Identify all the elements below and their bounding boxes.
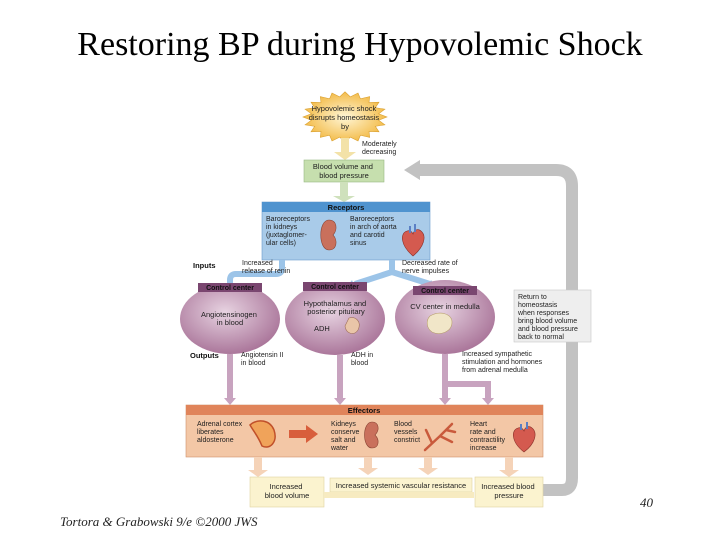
outputs-label: Outputs [190,351,219,360]
inputs-label: Inputs [193,261,216,270]
kidney-icon [320,219,337,251]
nerve-input-arrow-right [389,260,431,287]
stimulus-arrow-shaft [341,138,349,152]
adh-output-arrowhead [334,398,346,405]
volume-response-arrowhead [248,470,268,477]
angiotensinogen-text: Angiotensinogen in blood [201,310,259,327]
stimulus-line: disrupts homeostasis [309,113,380,122]
aorta-receptor-text: Baroreceptors in arch of aorta and carot… [350,216,399,247]
increased-blood-volume-box [249,476,325,508]
control-center-middle-oval [285,283,385,355]
page-title: Restoring BP during Hypovolemic Shock [77,26,643,63]
kidney-effector-text: Kidneys conserve salt and water [330,421,361,452]
sympathetic-output-arrowhead-right [482,398,494,405]
vessels-response-arrowhead [418,468,438,475]
condition-arrow-head [333,196,355,202]
control-center-middle-header: Control center [311,284,359,291]
increased-blood-pressure-text: Increased blood pressure [481,482,536,500]
return-to-homeostasis-text: Return to homeostasis when responses bri… [517,294,580,341]
adh-label: ADH [314,324,330,333]
controlled-condition-text: Blood volume and blood pressure [313,162,375,180]
control-center-middle-header-bar [303,282,367,291]
sympathetic-output-text: Increased sympathetic stimulation and ho… [462,351,544,374]
sympathetic-output-arrow-right [445,381,491,398]
increased-blood-pressure-box [474,476,544,508]
condition-arrow-shaft [340,182,348,196]
aorta-vessel-icon [409,224,416,233]
kidney-response-arrow [364,457,372,469]
heart-vessel-icon [520,422,528,430]
adrenal-effector-text: Adrenal cortex liberates aldosterone [197,421,244,444]
moderately-decreasing-label: Moderately decreasing [362,141,399,156]
sympathetic-output-arrowhead-left [439,398,451,405]
volume-response-arrow [254,457,262,471]
stimulus-arrow-head [334,152,356,160]
receptors-header: Receptors [328,203,365,212]
nerve-input-arrow-left [354,260,395,287]
cv-center-text: CV center in medulla [410,302,480,311]
adrenal-to-kidney-arrow [289,430,307,438]
renin-input-arrow [227,260,285,290]
kidney-receptor-text: Baroreceptors in kidneys (juxtaglomer- u… [266,216,312,247]
nerve-input-text: Decreased rate of nerve impulses [402,260,460,275]
effectors-header: Effectors [348,406,381,415]
control-center-left-header-bar [198,283,262,292]
resistance-to-pressure-arrow [324,492,474,498]
medulla-icon [426,312,453,334]
control-center-right-header-bar [413,286,477,295]
receptors-header-bar [262,202,430,212]
control-center-left-oval [180,284,280,354]
heart-response-arrowhead [499,470,519,477]
heart-icon [402,229,425,257]
vessels-response-arrow [424,457,432,469]
effectors-header-bar [186,405,543,415]
angiotensin-output-text: Angiotensin II in blood [241,352,285,367]
heart-response-arrow [505,457,513,471]
blood-vessels-icon [423,422,457,452]
vascular-resistance-text: Increased systemic vascular resistance [336,481,466,490]
kidney-effector-icon [364,421,379,449]
control-center-right-header: Control center [421,288,469,295]
adrenal-to-kidney-arrowhead [306,425,318,443]
feedback-loop-arrowhead [404,160,420,180]
stimulus-line: Hypovolemic shock [312,104,377,113]
stimulus-starburst [302,91,388,143]
hypothalamus-text: Hypothalamus and posterior pituitary [304,299,369,316]
control-center-left-header: Control center [206,285,254,292]
pituitary-icon [344,317,360,334]
heart-effector-text: Heart rate and contractility increase [470,421,507,452]
page-number: 40 [640,495,653,510]
footer-credit: Tortora & Grabowski 9/e ©2000 JWS [60,514,258,529]
kidney-response-arrowhead [358,468,378,475]
angiotensin-output-arrowhead [224,398,236,405]
stimulus-line: by [341,122,349,131]
stimulus-text: Hypovolemic shock disrupts homeostasis b… [309,104,382,131]
return-to-homeostasis-box [513,289,592,343]
renin-input-text: Increased release of renin [242,260,290,275]
heart-effector-icon [513,426,536,453]
increased-blood-volume-text: Increased blood volume [265,482,310,500]
adh-output-text: ADH in blood [351,352,375,367]
vessels-effector-text: Blood vessels constrict [394,421,420,444]
adrenal-gland-icon [249,420,276,448]
